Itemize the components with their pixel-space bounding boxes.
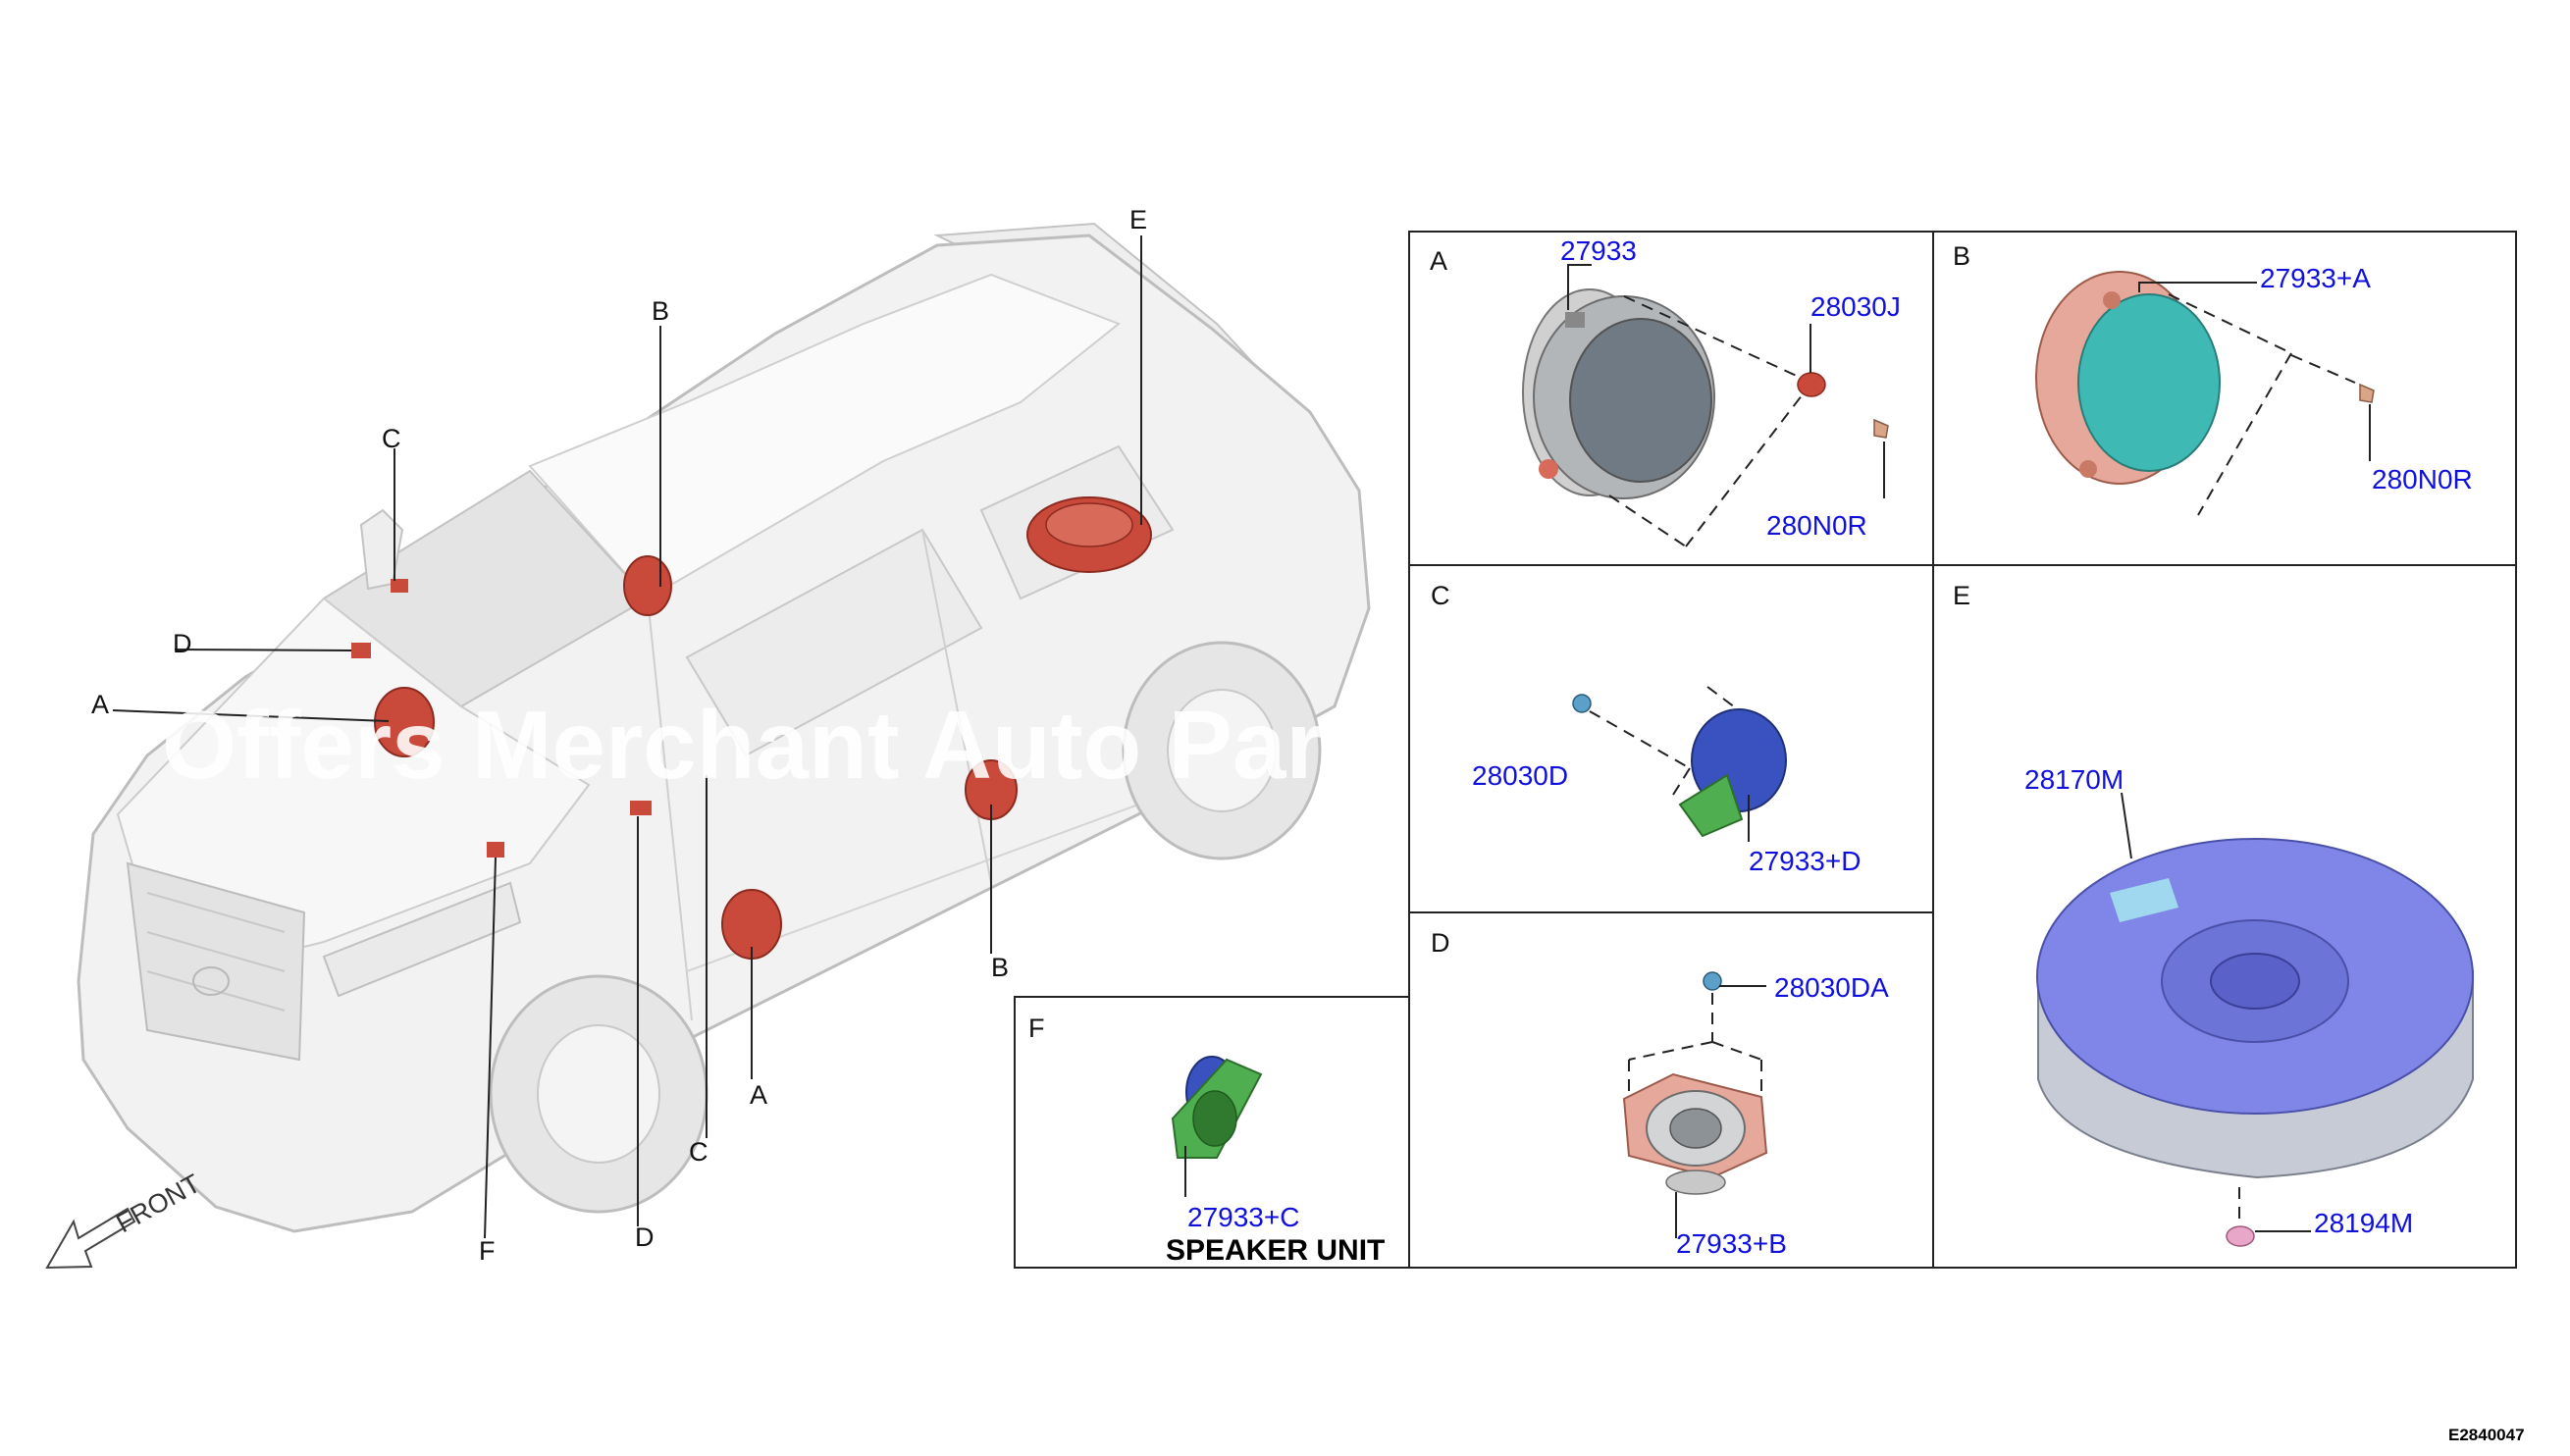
part-28194m: 28194M [2314, 1208, 2413, 1238]
vehicle-illustration [77, 222, 1371, 1239]
bolt-28194m [2226, 1225, 2255, 1247]
panel-e: E 28170M 28194M [1953, 581, 2474, 1247]
panel-c-letter: C [1431, 581, 1450, 610]
panel-d-letter: D [1431, 928, 1450, 958]
part-27933-d: 27933+D [1749, 846, 1861, 876]
panel-d: D 28030DA 27933+B [1431, 928, 1889, 1259]
part-27933-a: 27933+A [2260, 263, 2371, 293]
panel-c-tweeter [1678, 708, 1787, 838]
panel-f-speaker-unit [1171, 1056, 1263, 1159]
callout-c-mirror: C [382, 424, 401, 453]
callout-c-pillar: C [689, 1137, 708, 1167]
panel-b: B 27933+A 280N0R [1953, 241, 2473, 516]
part-27933-c: 27933+C [1187, 1202, 1299, 1232]
panel-c: C 28030D 27933+D [1431, 581, 1861, 876]
screw-28030da [1703, 971, 1722, 991]
part-28170m: 28170M [2024, 764, 2124, 795]
vehicle-callouts: E B C D A B A C D F [91, 205, 1147, 1266]
callout-d-pillar: D [635, 1222, 655, 1252]
diagram-id-code: E2840047 [2448, 1426, 2525, 1444]
panel-a: A 27933 28030J 280N0R [1430, 235, 1901, 547]
clip-28030d [1572, 694, 1592, 713]
panel-a-letter: A [1430, 246, 1447, 276]
part-28030j: 28030J [1810, 291, 1901, 322]
part-27933-b: 27933+B [1676, 1228, 1787, 1259]
clip-28030j [1797, 372, 1826, 397]
panel-f: F 27933+C SPEAKER UNIT [1028, 1014, 1385, 1267]
callout-f: F [479, 1236, 496, 1266]
front-label: FRONT [111, 1169, 205, 1238]
panel-frames [1014, 231, 2517, 1269]
screw-280n0r-b [2359, 383, 2375, 403]
panel-a-speaker [1522, 288, 1715, 499]
callout-d-dash: D [173, 629, 192, 658]
watermark-text: Offers Merchant Auto Parts [162, 691, 1409, 799]
part-28030d: 28030D [1472, 760, 1568, 791]
panel-d-speaker [1622, 1072, 1768, 1195]
callout-a-dash: A [91, 690, 109, 719]
panel-f-caption: SPEAKER UNIT [1166, 1234, 1385, 1267]
callout-a-door: A [750, 1080, 767, 1110]
front-wheel [489, 974, 708, 1214]
callout-b-roof: B [652, 296, 669, 326]
rear-wheel [1122, 641, 1322, 860]
screw-280n0r-a [1873, 418, 1889, 439]
callout-b-door: B [991, 953, 1009, 982]
panel-f-letter: F [1028, 1014, 1045, 1043]
front-direction-indicator: FRONT [45, 1169, 205, 1270]
panel-b-letter: B [1953, 241, 1970, 271]
callout-e: E [1129, 205, 1147, 234]
panel-b-speaker [2035, 271, 2221, 485]
vehicle-speaker-markers [351, 496, 1152, 960]
part-28030da: 28030DA [1774, 972, 1889, 1003]
part-280n0r-b: 280N0R [2372, 464, 2473, 494]
panel-e-letter: E [1953, 581, 1970, 610]
panel-e-subwoofer [2036, 838, 2474, 1179]
part-280n0r-a: 280N0R [1766, 510, 1867, 541]
part-27933: 27933 [1560, 235, 1637, 266]
